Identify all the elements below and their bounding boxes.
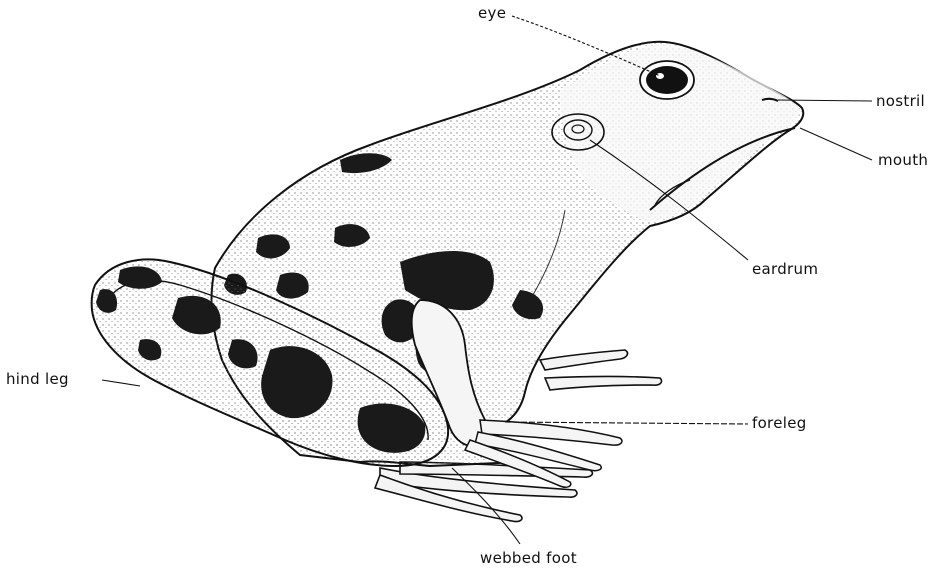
label-nostril: nostril <box>876 94 925 109</box>
eye <box>640 61 694 99</box>
webbed-foot <box>375 462 592 522</box>
front-foot <box>540 350 662 390</box>
label-mouth: mouth <box>878 153 928 168</box>
label-eye: eye <box>478 6 506 21</box>
foreleg-leader <box>505 422 748 424</box>
label-eardrum: eardrum <box>752 262 818 277</box>
label-webbed-foot: webbed foot <box>480 551 577 566</box>
hind-leg-leader <box>102 380 140 386</box>
label-foreleg: foreleg <box>752 416 807 431</box>
mouth-leader <box>800 128 872 160</box>
label-hind-leg: hind leg <box>6 372 69 387</box>
